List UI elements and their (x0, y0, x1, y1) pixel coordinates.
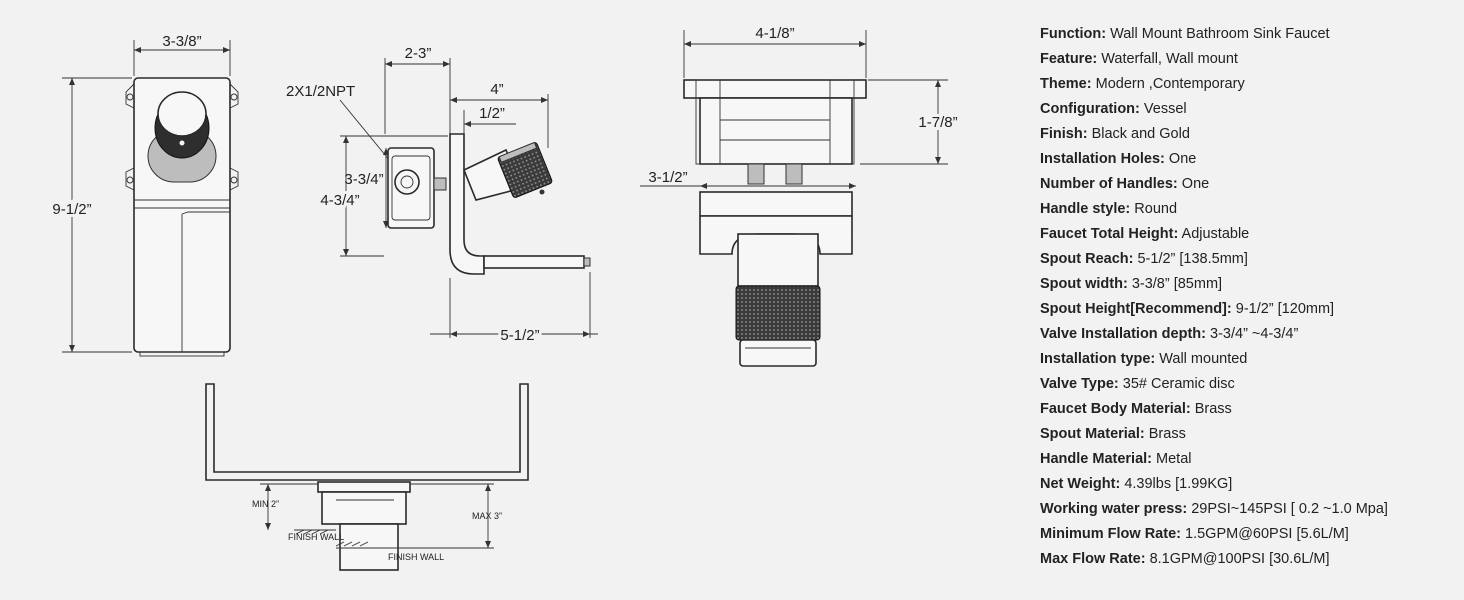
spec-row: Valve Installation depth: 3-3/4” ~4-3/4” (1040, 322, 1450, 347)
spec-label: Spout width: (1040, 276, 1128, 292)
spec-row: Faucet Total Height: Adjustable (1040, 222, 1450, 247)
bottom-finish-wall-2: FINISH WALL (388, 552, 444, 562)
side-valve-depth-label: 2-3” (405, 45, 432, 62)
spec-row: Max Flow Rate: 8.1GPM@100PSI [30.6L/M] (1040, 547, 1450, 572)
spec-label: Function: (1040, 26, 1107, 42)
spec-row: Handle style: Round (1040, 197, 1450, 222)
spec-label: Net Weight: (1040, 476, 1121, 492)
spec-value: Vessel (1143, 101, 1187, 117)
front-view: 3-3/8” 9-1/2” (49, 33, 239, 357)
spec-list: Function: Wall Mount Bathroom Sink Fauce… (1040, 22, 1450, 572)
spec-value: Round (1134, 201, 1178, 217)
spec-row: Handle Material: Metal (1040, 447, 1450, 472)
spec-label: Handle style: (1040, 201, 1131, 217)
spec-value: Brass (1194, 401, 1232, 417)
spec-label: Spout Height[Recommend]: (1040, 301, 1232, 317)
spec-value: 5-1/2” [138.5mm] (1137, 251, 1248, 267)
spec-row: Feature: Waterfall, Wall mount (1040, 47, 1450, 72)
top-height-label: 1-7/8” (918, 114, 957, 131)
spec-value: 1.5GPM@60PSI [5.6L/M] (1185, 526, 1349, 542)
spec-value: 4.39lbs [1.99KG] (1124, 476, 1233, 492)
spec-row: Spout Reach: 5-1/2” [138.5mm] (1040, 247, 1450, 272)
spec-value: 3-3/4” ~4-3/4” (1210, 326, 1299, 342)
spec-value: Brass (1148, 426, 1186, 442)
bottom-view: MIN 2” FINISH WALL MAX 3” FINISH WALL (205, 383, 529, 571)
spec-row: Spout Height[Recommend]: 9-1/2” [120mm] (1040, 297, 1450, 322)
spec-value: Metal (1156, 451, 1192, 467)
front-width-label: 3-3/8” (162, 33, 201, 50)
bottom-max-label: MAX 3” (472, 511, 502, 521)
spec-label: Working water press: (1040, 501, 1188, 517)
spec-value: 3-3/8” [85mm] (1131, 276, 1223, 292)
spec-value: One (1181, 176, 1210, 192)
spec-label: Feature: (1040, 51, 1098, 67)
spec-row: Minimum Flow Rate: 1.5GPM@60PSI [5.6L/M] (1040, 522, 1450, 547)
side-512-label: 5-1/2” (500, 327, 539, 344)
side-434-label: 4-3/4” (320, 192, 359, 209)
spec-label: Configuration: (1040, 101, 1140, 117)
spec-label: Number of Handles: (1040, 176, 1178, 192)
spec-row: Installation Holes: One (1040, 147, 1450, 172)
side-4-label: 4” (490, 81, 503, 98)
spec-label: Installation Holes: (1040, 151, 1165, 167)
spec-label: Installation type: (1040, 351, 1156, 367)
side-334-label: 3-3/4” (344, 171, 383, 188)
spec-row: Valve Type: 35# Ceramic disc (1040, 372, 1450, 397)
spec-value: 35# Ceramic disc (1122, 376, 1235, 392)
side-view: 2-3” 4” 1/2” 2X1/2NPT 4-3/4” 3-3/4” (286, 45, 598, 347)
spec-value: One (1168, 151, 1197, 167)
side-half-label: 1/2” (479, 105, 505, 122)
spec-label: Max Flow Rate: (1040, 551, 1146, 567)
top-312-label: 3-1/2” (648, 169, 687, 186)
spec-value: 9-1/2” [120mm] (1235, 301, 1335, 317)
spec-label: Valve Type: (1040, 376, 1119, 392)
spec-value: Black and Gold (1091, 126, 1190, 142)
spec-row: Configuration: Vessel (1040, 97, 1450, 122)
top-view: 4-1/8” 1-7/8” 3-1/2” (640, 25, 961, 367)
spec-row: Net Weight: 4.39lbs [1.99KG] (1040, 472, 1450, 497)
spec-label: Valve Installation depth: (1040, 326, 1206, 342)
spec-value: Wall Mount Bathroom Sink Faucet (1110, 26, 1330, 42)
spec-value: Waterfall, Wall mount (1101, 51, 1238, 67)
spec-value: Wall mounted (1159, 351, 1248, 367)
side-thread-label: 2X1/2NPT (286, 83, 355, 100)
spec-value: 8.1GPM@100PSI [30.6L/M] (1149, 551, 1330, 567)
spec-row: Theme: Modern ,Contemporary (1040, 72, 1450, 97)
spec-label: Spout Reach: (1040, 251, 1134, 267)
spec-label: Theme: (1040, 76, 1092, 92)
spec-row: Number of Handles: One (1040, 172, 1450, 197)
spec-row: Installation type: Wall mounted (1040, 347, 1450, 372)
spec-label: Spout Material: (1040, 426, 1145, 442)
spec-row: Finish: Black and Gold (1040, 122, 1450, 147)
spec-label: Faucet Body Material: (1040, 401, 1191, 417)
spec-label: Finish: (1040, 126, 1088, 142)
spec-value: 29PSI~145PSI [ 0.2 ~1.0 Mpa] (1191, 501, 1388, 517)
bottom-min-label: MIN 2” (252, 499, 279, 509)
bottom-finish-wall-1: FINISH WALL (288, 532, 344, 542)
spec-value: Adjustable (1181, 226, 1250, 242)
top-width-label: 4-1/8” (755, 25, 794, 42)
spec-row: Function: Wall Mount Bathroom Sink Fauce… (1040, 22, 1450, 47)
spec-value: Modern ,Contemporary (1095, 76, 1245, 92)
spec-label: Faucet Total Height: (1040, 226, 1179, 242)
spec-row: Spout Material: Brass (1040, 422, 1450, 447)
spec-row: Working water press: 29PSI~145PSI [ 0.2 … (1040, 497, 1450, 522)
spec-row: Spout width: 3-3/8” [85mm] (1040, 272, 1450, 297)
spec-row: Faucet Body Material: Brass (1040, 397, 1450, 422)
front-height-label: 9-1/2” (52, 201, 91, 218)
spec-label: Minimum Flow Rate: (1040, 526, 1181, 542)
spec-label: Handle Material: (1040, 451, 1152, 467)
